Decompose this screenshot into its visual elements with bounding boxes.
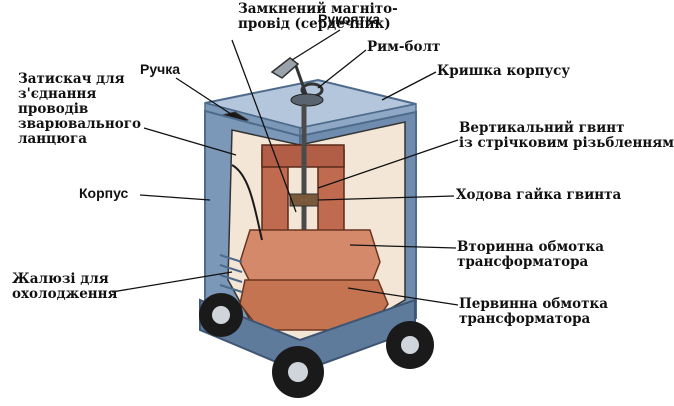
- crank-handle: [270, 57, 300, 79]
- leader-clamp: [143, 127, 237, 156]
- label-eye-bolt: Рим-болт: [367, 39, 441, 55]
- leader-louvres: [111, 271, 233, 293]
- wheel-rear-right: [386, 321, 434, 369]
- leader-handle-crank: [291, 29, 341, 61]
- label-secondary-winding: Вторинна обмотка трансформатора: [457, 239, 605, 270]
- crank-base: [290, 93, 324, 107]
- label-carry-handle: Ручка: [140, 61, 181, 77]
- lead-nut: [289, 193, 319, 207]
- label-primary-winding: Первинна обмотка трансформатора: [459, 296, 608, 327]
- leader-secondary-winding: [349, 244, 457, 249]
- leader-carry-handle: [175, 77, 235, 117]
- cooling-louvres: [219, 254, 243, 293]
- leader-eye-bolt: [317, 49, 367, 89]
- clamp-cable: [231, 164, 263, 241]
- label-clamp: Затискач для з'єднання проводів зварювал…: [18, 71, 141, 147]
- label-magnetic-core: Замкнений магніто- провід (сердечник): [238, 1, 398, 32]
- label-vertical-screw: Вертикальний гвинт із стрічковим різьбле…: [459, 120, 674, 151]
- label-handle-crank: Рукоятка: [318, 11, 381, 27]
- wheel-front-right: [272, 346, 324, 398]
- leader-primary-winding: [347, 287, 459, 306]
- leader-magnetic-core: [231, 39, 297, 213]
- leader-case-cover: [381, 71, 437, 101]
- label-case-cover: Кришка корпусу: [437, 63, 571, 79]
- leader-vertical-screw: [317, 139, 459, 189]
- leader-lines: [111, 29, 459, 306]
- label-louvres: Жалюзі для охолодження: [12, 271, 118, 302]
- wheel-front-left: [199, 293, 243, 337]
- label-housing: Корпус: [79, 185, 129, 201]
- label-lead-nut: Ходова гайка гвинта: [456, 187, 622, 203]
- leader-housing: [139, 194, 211, 201]
- leader-lead-nut: [317, 195, 455, 201]
